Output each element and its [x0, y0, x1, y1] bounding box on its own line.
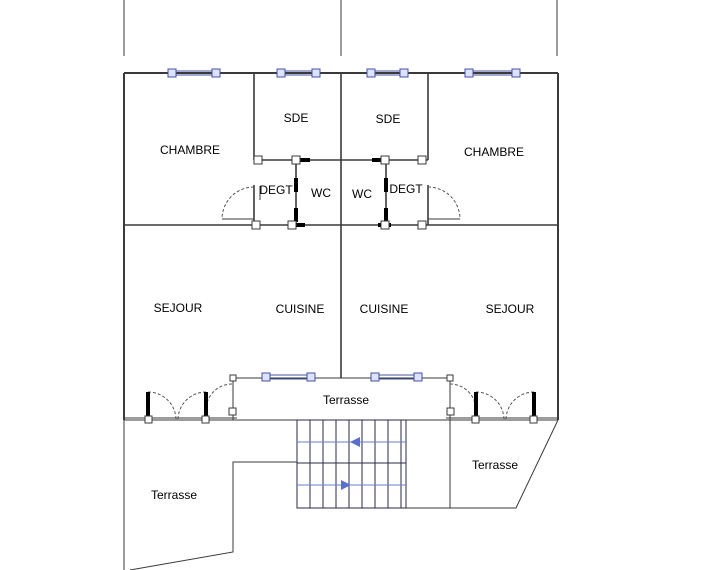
label-sejour-left: SEJOUR: [154, 301, 203, 315]
label-degt-left: DEGT: [259, 183, 293, 197]
label-sejour-right: SEJOUR: [486, 302, 535, 316]
label-wc-right: WC: [352, 187, 372, 201]
door-frames: [292, 158, 391, 227]
label-chambre-left: CHAMBRE: [160, 143, 220, 157]
label-terrasse-right: Terrasse: [472, 458, 518, 472]
label-sde-left: SDE: [284, 111, 309, 125]
label-chambre-right: CHAMBRE: [464, 145, 524, 159]
terrace-outlines: [129, 419, 559, 570]
label-degt-right: DEGT: [389, 182, 423, 196]
wall-nodes: [251, 155, 427, 230]
label-wc-left: WC: [311, 186, 331, 200]
stair-arrow-right-icon: [341, 480, 351, 490]
stair-arrow-left-icon: [350, 437, 360, 447]
label-cuisine-right: CUISINE: [360, 302, 409, 316]
label-cuisine-left: CUISINE: [276, 302, 325, 316]
staircase: [296, 419, 407, 509]
label-terrasse-center: Terrasse: [323, 393, 369, 407]
label-terrasse-left: Terrasse: [151, 488, 197, 502]
label-sde-right: SDE: [376, 112, 401, 126]
interior-walls: [124, 73, 558, 378]
door-swings: [221, 186, 461, 220]
terrace-windows: [261, 372, 423, 382]
upper-stub-walls: [123, 0, 558, 56]
room-labels: CHAMBRE CHAMBRE SDE SDE DEGT DEGT WC WC …: [151, 111, 535, 502]
top-windows: [167, 68, 521, 78]
